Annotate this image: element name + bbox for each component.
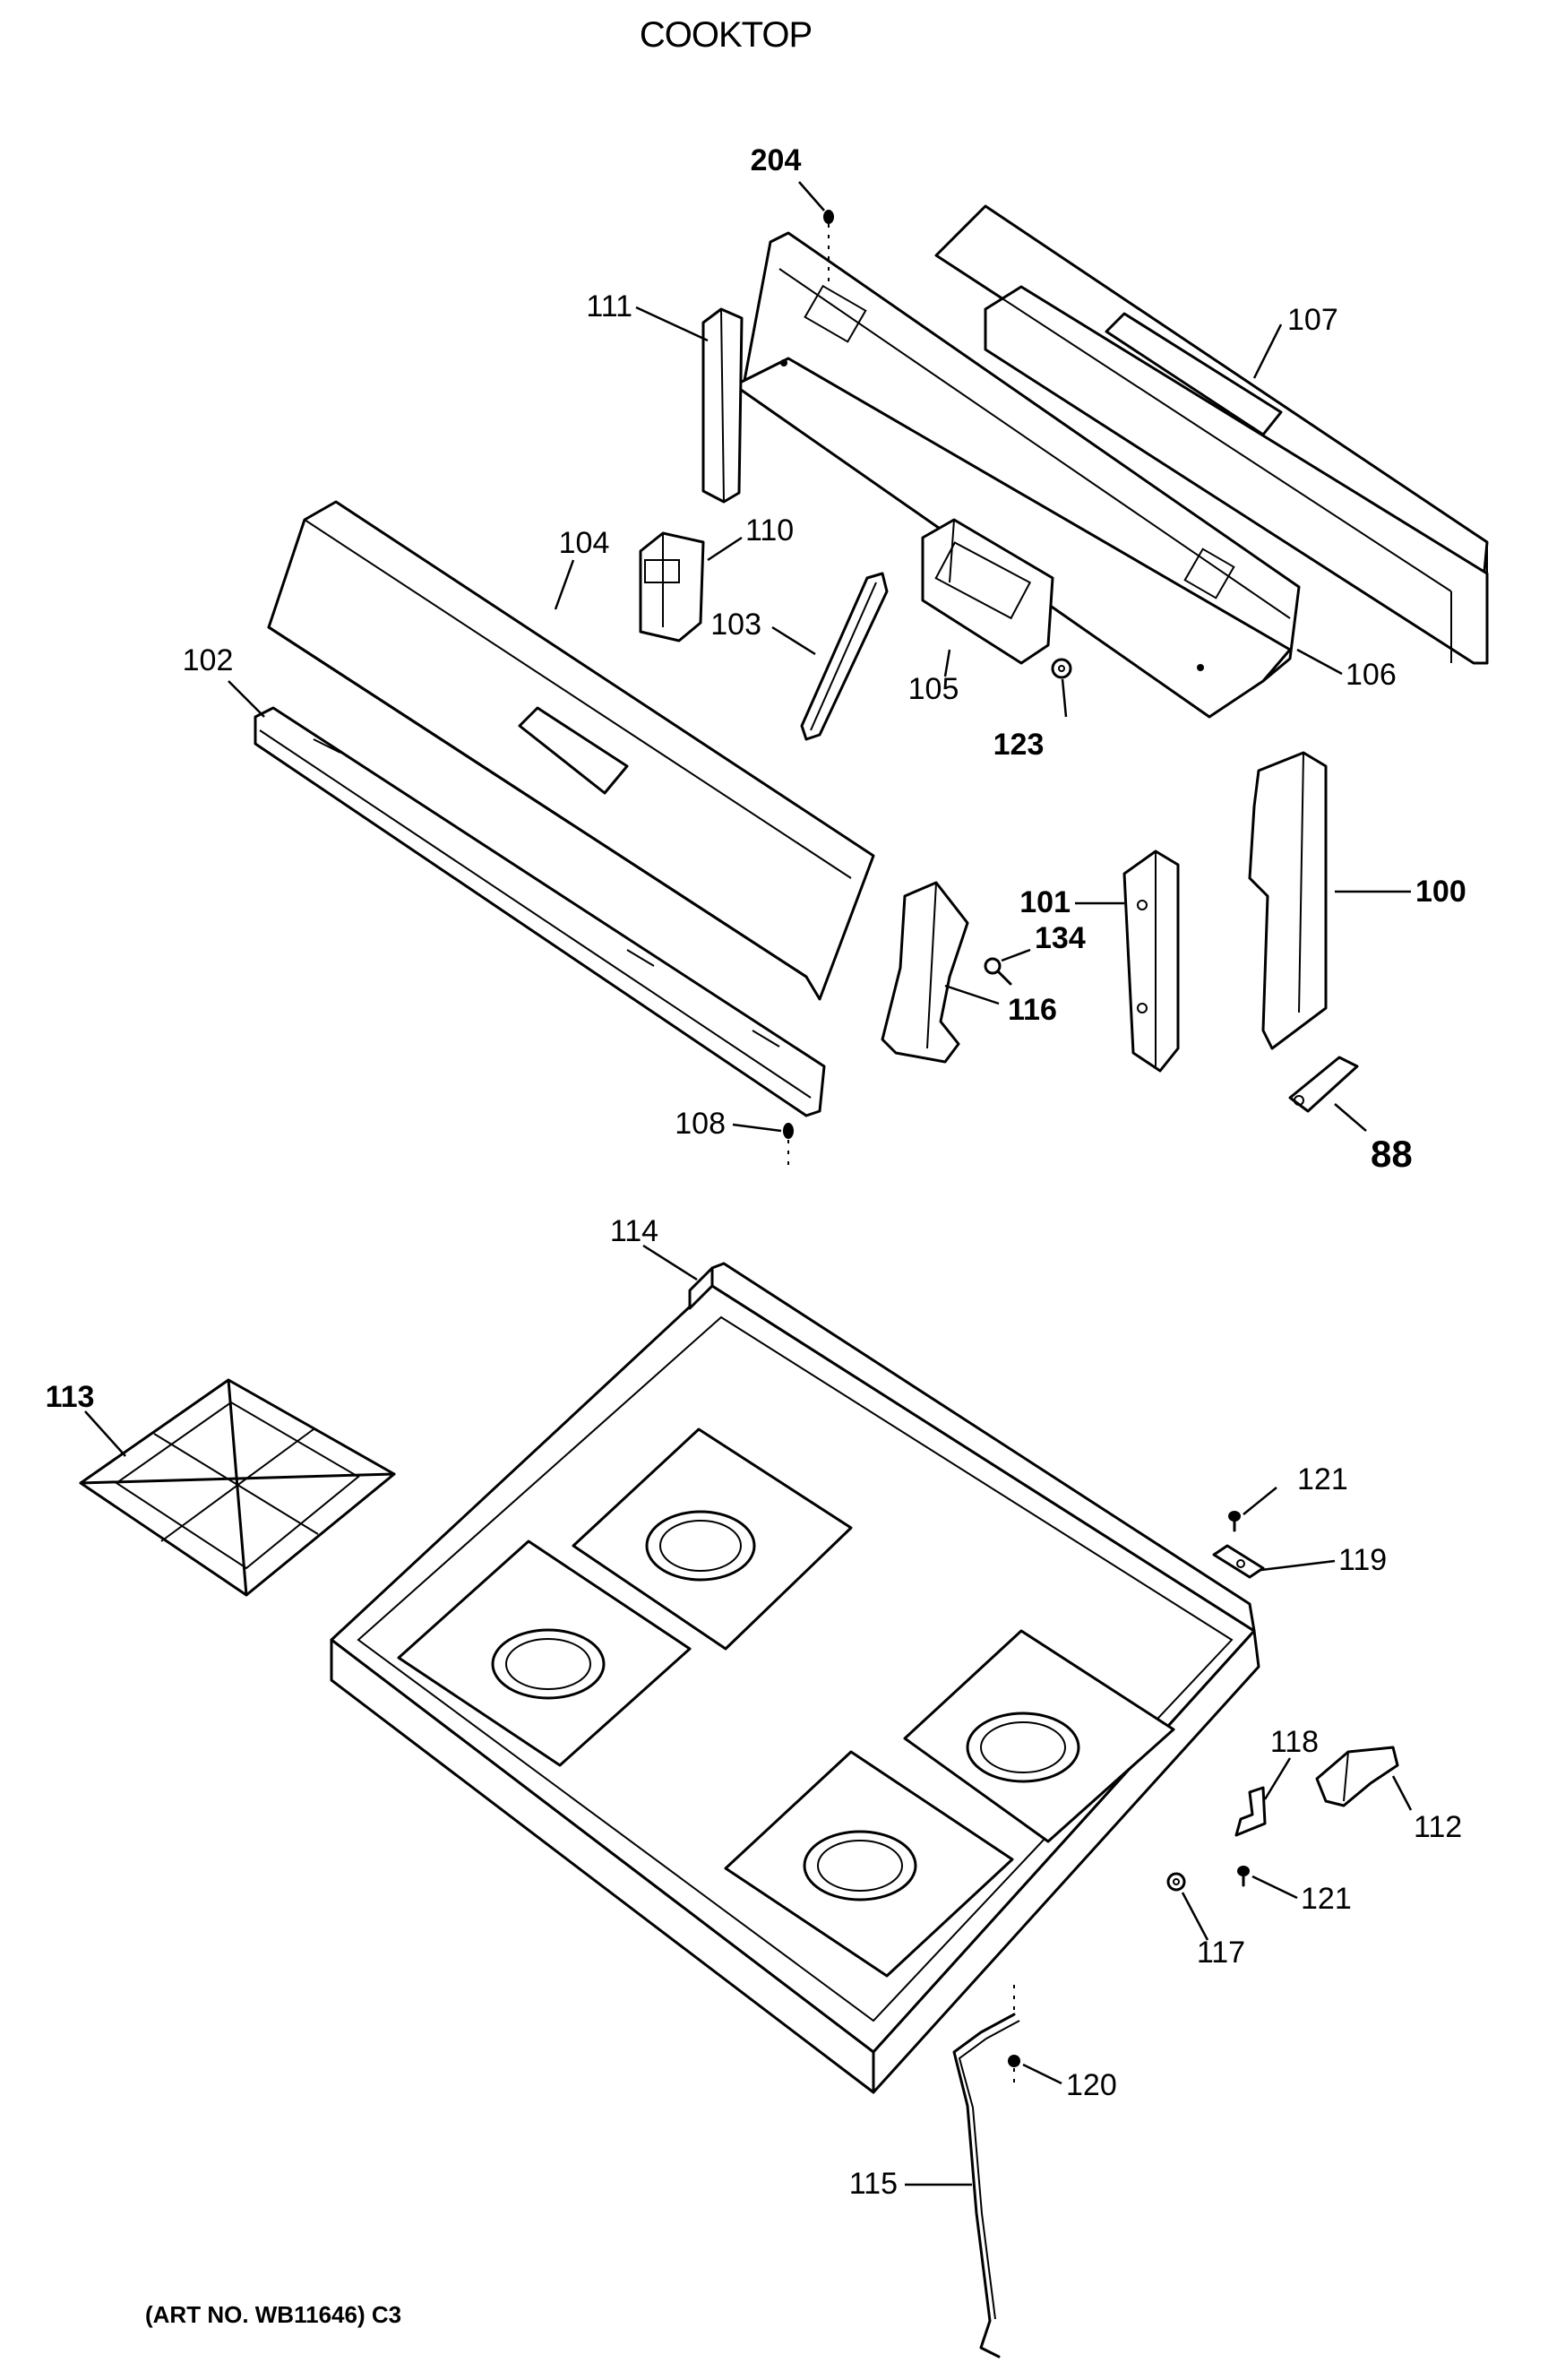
callout-100: 100 [1415,875,1466,909]
diagram-title: COOKTOP [640,15,812,55]
part-120-screw [1008,2055,1020,2088]
part-113-grate [79,1378,396,1597]
callout-labels: 204 111 107 110 104 103 102 105 106 123 … [46,143,1466,2201]
part-88-clip [1288,1056,1359,1113]
part-118-bracket [1234,1786,1267,1837]
part-101-bracket [1122,849,1180,1073]
callout-106: 106 [1346,658,1397,692]
callout-108: 108 [675,1107,726,1141]
callout-116: 116 [1008,993,1057,1027]
part-123-nut [1051,658,1072,679]
callout-104: 104 [559,526,610,560]
part-121-screw-upper [1228,1511,1241,1532]
part-108-screw [783,1123,794,1165]
part-204-screw [823,210,834,287]
part-106-backguard-frame [733,231,1301,719]
callout-204: 204 [751,143,802,177]
callout-102: 102 [183,643,234,677]
part-110-switch [639,531,705,642]
callout-134: 134 [1035,921,1086,955]
part-100-end-panel [1248,751,1328,1050]
callout-103: 103 [710,608,761,642]
part-111-side-bracket [701,307,744,504]
callout-114: 114 [610,1214,658,1248]
part-115-rod [952,1985,1020,2358]
part-107-rear-cover [934,204,1489,665]
part-134-screw [984,957,1012,986]
callout-121-upper: 121 [1297,1462,1348,1496]
callout-123: 123 [993,728,1045,762]
callout-121-lower: 121 [1301,1882,1352,1916]
callout-115: 115 [849,2167,898,2201]
callout-120: 120 [1066,2068,1117,2102]
callout-111: 111 [586,289,632,323]
part-114-cooktop [330,1262,1260,2094]
callout-101: 101 [1019,885,1071,919]
callout-112: 112 [1414,1810,1462,1844]
part-103-control-arm [800,572,889,741]
part-121-screw-lower [1237,1866,1250,1887]
part-112-hinge [1315,1746,1399,1807]
part-104-control-panel [267,500,875,1001]
callout-117: 117 [1197,1936,1245,1970]
part-116-end-cap [881,881,969,1064]
callout-88: 88 [1371,1133,1413,1175]
callout-107: 107 [1287,303,1338,337]
callout-110: 110 [745,513,794,548]
callout-113: 113 [46,1380,95,1414]
part-119-bracket [1212,1544,1265,1579]
callout-105: 105 [908,672,959,706]
art-number: (ART NO. WB11646) C3 [145,2301,401,2328]
part-105-clock-control [921,518,1054,665]
callout-118: 118 [1270,1725,1319,1759]
part-117-nut [1166,1872,1186,1892]
leader-lines [84,181,1413,2186]
part-102-trim-strip [254,706,826,1117]
callout-119: 119 [1338,1543,1387,1577]
